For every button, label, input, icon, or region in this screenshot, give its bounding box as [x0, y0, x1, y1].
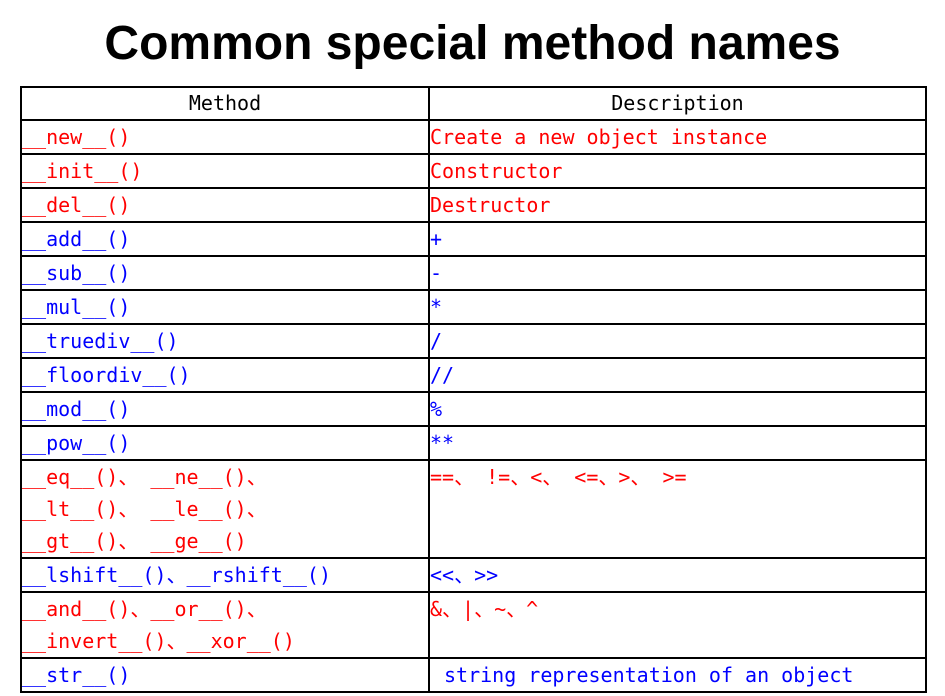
- method-cell: __init__(): [20, 153, 430, 189]
- table-row: __mul__() *: [20, 289, 927, 325]
- method-name: __lt__()、 __le__()、: [22, 497, 267, 521]
- method-name: __eq__()、 __ne__()、: [22, 465, 267, 489]
- method-description: [430, 493, 925, 525]
- method-cell: __str__(): [20, 657, 430, 693]
- method-name: __add__(): [22, 227, 131, 251]
- method-cell: __and__()、__or__()、 __invert__()、__xor__(…: [20, 591, 430, 659]
- method-name: __invert__()、__xor__(): [22, 629, 295, 653]
- method-name: __sub__(): [22, 261, 131, 285]
- description-cell: Create a new object instance: [428, 119, 927, 155]
- method-name: __mul__(): [22, 295, 131, 319]
- description-cell: -: [428, 255, 927, 291]
- table-row: __str__() string representation of an obj…: [20, 657, 927, 693]
- method-description: **: [430, 431, 455, 455]
- method-name: __del__(): [22, 193, 131, 217]
- method-cell: __eq__()、 __ne__()、 __lt__()、 __le__()、 __…: [20, 459, 430, 559]
- method-cell: __add__(): [20, 221, 430, 257]
- description-cell: <<、>>: [428, 557, 927, 593]
- method-description: string representation of an object: [444, 663, 854, 687]
- method-description: +: [430, 227, 443, 251]
- method-description: <<、>>: [430, 563, 499, 587]
- method-description: Constructor: [430, 159, 563, 183]
- method-description: Destructor: [430, 193, 551, 217]
- page-title: Common special method names: [104, 17, 841, 70]
- method-description: -: [430, 261, 443, 285]
- method-name: __new__(): [22, 125, 131, 149]
- description-cell: **: [428, 425, 927, 461]
- method-cell: __mod__(): [20, 391, 430, 427]
- method-cell: __lshift__()、__rshift__(): [20, 557, 430, 593]
- table-row: __eq__()、 __ne__()、 __lt__()、 __le__()、 __…: [20, 459, 927, 559]
- method-name: __truediv__(): [22, 329, 179, 353]
- description-cell: +: [428, 221, 927, 257]
- method-table: Method Description __new__() Create a new…: [20, 86, 927, 693]
- table-row: __lshift__()、__rshift__() <<、>>: [20, 557, 927, 593]
- method-cell: __pow__(): [20, 425, 430, 461]
- method-cell: __truediv__(): [20, 323, 430, 359]
- description-cell: /: [428, 323, 927, 359]
- method-name: __mod__(): [22, 397, 131, 421]
- description-cell: Constructor: [428, 153, 927, 189]
- method-name: __init__(): [22, 159, 143, 183]
- method-cell: __mul__(): [20, 289, 430, 325]
- table-row: __and__()、__or__()、 __invert__()、__xor__(…: [20, 591, 927, 659]
- method-name: __gt__()、 __ge__(): [22, 529, 247, 553]
- table-row: __add__() +: [20, 221, 927, 257]
- description-cell: &、|、~、^: [428, 591, 927, 659]
- method-cell: __del__(): [20, 187, 430, 223]
- description-cell: ==、 !=、<、 <=、>、 >=: [428, 459, 927, 559]
- description-cell: %: [428, 391, 927, 427]
- method-name: __str__(): [22, 663, 131, 687]
- table-row: __sub__() -: [20, 255, 927, 291]
- table-row: __mod__()%: [20, 391, 927, 427]
- method-description: /: [430, 329, 443, 353]
- method-description: ==、 !=、<、 <=、>、 >=: [430, 465, 687, 489]
- table-row: __floordiv__() //: [20, 357, 927, 393]
- table-row: __truediv__() /: [20, 323, 927, 359]
- method-description: [430, 525, 925, 557]
- table-header-row: Method Description: [20, 86, 927, 121]
- method-name: __lshift__()、__rshift__(): [22, 563, 331, 587]
- description-cell: string representation of an object: [428, 657, 927, 693]
- method-description: Create a new object instance: [430, 125, 768, 149]
- method-description: &、|、~、^: [430, 597, 539, 621]
- method-description: %: [430, 397, 443, 421]
- method-cell: __floordiv__(): [20, 357, 430, 393]
- table-row: __new__() Create a new object instance: [20, 119, 927, 155]
- description-cell: //: [428, 357, 927, 393]
- method-name: __floordiv__(): [22, 363, 191, 387]
- description-cell: Destructor: [428, 187, 927, 223]
- column-header-description: Description: [428, 86, 927, 121]
- table-row: __init__() Constructor: [20, 153, 927, 189]
- method-name: __and__()、__or__()、: [22, 597, 267, 621]
- method-cell: __sub__(): [20, 255, 430, 291]
- column-header-method: Method: [20, 86, 430, 121]
- table-row: __pow__() **: [20, 425, 927, 461]
- table-body: __new__() Create a new object instance __i…: [20, 119, 927, 693]
- method-description: //: [430, 363, 455, 387]
- method-description: [430, 625, 925, 657]
- method-description: *: [430, 295, 443, 319]
- table-row: __del__() Destructor: [20, 187, 927, 223]
- method-name: __pow__(): [22, 431, 131, 455]
- description-cell: *: [428, 289, 927, 325]
- method-cell: __new__(): [20, 119, 430, 155]
